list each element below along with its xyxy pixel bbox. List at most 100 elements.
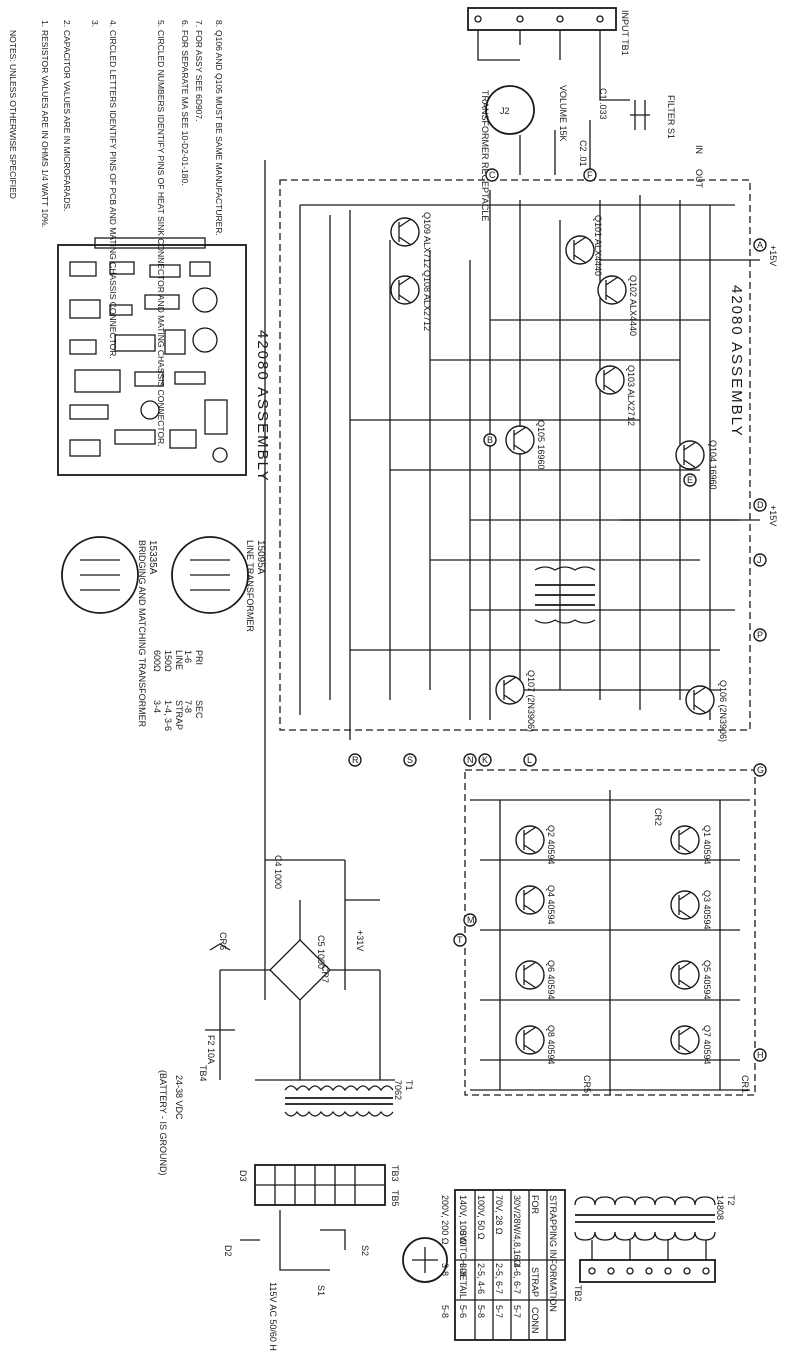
svg-text:G: G xyxy=(757,765,764,775)
q5-label: Q5 40594 xyxy=(702,960,712,1000)
q6-label: Q6 40594 xyxy=(546,960,556,1000)
note-7: FOR ASSY SEE 6D907. xyxy=(194,30,204,122)
strap-row-3-conn: 5-8 xyxy=(476,1305,486,1318)
cr6-label: CR6 xyxy=(218,932,228,950)
q4-label: Q4 40594 xyxy=(546,885,556,925)
note-1: RESISTOR VALUES ARE IN OHMS 1/4 WATT 10%… xyxy=(40,30,50,228)
t1-ref: T1 xyxy=(404,1080,414,1091)
cr5-label: CR5 xyxy=(582,1075,592,1093)
svg-text:R: R xyxy=(352,755,359,765)
pri-header: PRI xyxy=(194,650,204,665)
t1-transformer: T1 7062 xyxy=(284,1080,414,1117)
q1-label: Q1 40594 xyxy=(702,825,712,865)
terminal-boards: TB3 TB5 S2 S1 D2 D3 115V AC 50/60 Hz SWI… xyxy=(223,1164,468,1356)
strap-row-2-for: 70V, 28 Ω xyxy=(494,1195,504,1235)
strap-row-1-for: 30V/28W/4,8,16Ω xyxy=(512,1195,522,1267)
strap-col-strap: STRAP xyxy=(530,1267,540,1297)
note-1-num: 1. xyxy=(40,20,50,27)
switch-detail-title: SWITCH DETAIL xyxy=(458,1230,468,1299)
c4-label: C4 1000 xyxy=(273,855,283,889)
bridging-transformer-name: BRIDGING AND MATCHING TRANSFORMER xyxy=(137,540,147,728)
line-transformer-body xyxy=(171,536,249,614)
pin-l: L xyxy=(523,753,537,767)
q2-label: Q2 40594 xyxy=(546,825,556,865)
input-terminal-strip xyxy=(467,7,617,31)
pin-d: D xyxy=(753,498,767,512)
q109-transistor xyxy=(390,217,420,247)
strap-col-conn: CONN xyxy=(530,1307,540,1334)
pin-p: P xyxy=(753,628,767,642)
preamp-wiring xyxy=(299,190,760,740)
strap-row-1-conn: 5-7 xyxy=(512,1305,522,1318)
note-7-num: 7. xyxy=(194,20,204,27)
q103-transistor xyxy=(595,365,625,395)
q102-transistor xyxy=(597,275,627,305)
q103-label: Q103 ALX2712 xyxy=(626,365,636,426)
rail-31v: +31V xyxy=(355,930,365,951)
receptacle-label: TRANSFORMER RECEPTACLE xyxy=(480,90,490,221)
pin-e: E xyxy=(683,473,697,487)
supply-voltage: 24-38 VDC xyxy=(174,1075,184,1120)
bridging-transformer-body xyxy=(61,536,139,614)
rail-15v-a: +15V xyxy=(768,245,778,266)
strap-150: 1-4, 3-6 xyxy=(163,700,173,731)
strapping-table: STRAPPING INFORMATION FOR STRAP CONN 30V… xyxy=(440,1189,566,1341)
pin-b: B xyxy=(483,433,497,447)
q7-transistor xyxy=(670,1025,700,1055)
svg-text:P: P xyxy=(757,630,763,640)
strap-row-5-for: 200V, 200 Ω xyxy=(440,1195,450,1245)
q5-transistor xyxy=(670,960,700,990)
q6-transistor xyxy=(515,960,545,990)
output-wiring xyxy=(470,790,750,1095)
note-6: FOR SEPARATE MA SEE 10-D2-01-180. xyxy=(180,30,190,186)
q1-transistor xyxy=(670,825,700,855)
pin-r: R xyxy=(348,753,362,767)
c5-label: C5 1000 xyxy=(316,935,326,969)
driver-transformer xyxy=(534,566,596,624)
svg-text:C: C xyxy=(489,170,496,180)
svg-text:N: N xyxy=(467,755,474,765)
q101-label: Q101 ALX4440 xyxy=(593,215,603,276)
svg-text:S: S xyxy=(407,755,413,765)
tb5-label: TB5 xyxy=(390,1190,400,1207)
pcb-layout: 42080 ASSEMBLY xyxy=(57,237,271,483)
d2-label: D2 xyxy=(223,1245,233,1257)
strap-row-2-strap: 2-5, 6-7 xyxy=(494,1263,504,1294)
schematic-assembly-title: 42080 ASSEMBLY xyxy=(728,285,745,438)
note-3-num: 3. xyxy=(90,20,100,27)
q8-label: Q8 40594 xyxy=(546,1025,556,1065)
pin-m: M xyxy=(463,913,477,927)
pcb-outline xyxy=(57,244,247,476)
preamp-board: 42080 ASSEMBLY xyxy=(279,179,778,742)
bridging-transformer-part: 15335A xyxy=(147,540,158,575)
sec-pins: 7-8 xyxy=(183,700,193,713)
strap-row-2-conn: 5-7 xyxy=(494,1305,504,1318)
note-8-num: 8. xyxy=(214,20,224,27)
connector-pins: A B C D E F G H J K L M N P R S T xyxy=(348,168,767,1062)
cr1-label: CR1 xyxy=(740,1075,750,1093)
pin-f: F xyxy=(583,168,597,182)
svg-text:M: M xyxy=(467,915,475,925)
s1-label: S1 xyxy=(316,1285,326,1296)
q109-label: Q109 ALX712 xyxy=(422,212,432,268)
output-stage: Q1 40594 Q2 40594 Q3 40594 Q4 40594 Q5 4… xyxy=(464,769,756,1096)
note-2: CAPACITOR VALUES ARE IN MICROFARADS. xyxy=(62,30,72,211)
q105-label: Q105 16960 xyxy=(536,420,546,470)
strap-row-5-conn: 5-8 xyxy=(440,1305,450,1318)
volume-label: VOLUME 15K xyxy=(558,85,568,142)
strap-row-4-conn: 5-6 xyxy=(458,1305,468,1318)
pri-pins: 1-6 xyxy=(183,650,193,663)
q104-label: Q104 16960 xyxy=(708,440,718,490)
note-6-num: 6. xyxy=(180,20,190,27)
svg-text:K: K xyxy=(482,755,488,765)
pcb-assembly-title: 42080 ASSEMBLY xyxy=(254,330,271,483)
tb4-label: TB4 xyxy=(198,1065,208,1082)
strap-header: STRAP xyxy=(174,700,184,730)
strap-row-4-strap: 3-8 xyxy=(458,1263,468,1276)
q2-transistor xyxy=(515,825,545,855)
switch-detail-symbol xyxy=(402,1237,448,1283)
q106-label: Q106 (2N3906) xyxy=(718,680,728,742)
sec-header: SEC xyxy=(194,700,204,719)
cr2-label: CR2 xyxy=(653,808,663,826)
